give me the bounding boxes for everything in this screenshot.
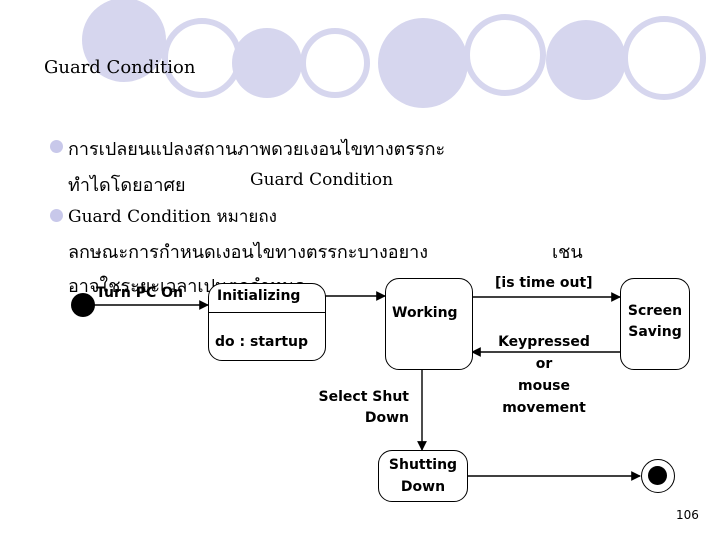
- bullet-marker: [50, 140, 63, 153]
- state-screen-saving-line2: Saving: [628, 324, 682, 340]
- decor-circle: [546, 20, 626, 100]
- select-shut-line2: Down: [364, 410, 409, 426]
- bullet-2-line-2: ลกษณะการกำหนดเงอนไขทางตรรกะบางอยาง: [68, 242, 429, 263]
- state-divider: [209, 312, 325, 313]
- example-word: เชน: [552, 242, 583, 263]
- bullet-marker: [50, 209, 63, 222]
- turn-pc-on-label: Turn PC On: [96, 285, 184, 301]
- final-state: [641, 459, 675, 493]
- final-state-dot: [648, 466, 667, 485]
- state-initializing-name: Initializing: [217, 288, 301, 304]
- decor-circle: [464, 14, 546, 96]
- state-working: Working: [385, 278, 473, 370]
- initial-state: [71, 293, 95, 317]
- state-shutting-down: Shutting Down: [378, 450, 468, 502]
- slide-title: Guard Condition: [44, 57, 196, 78]
- state-shutting-down-line1: Shutting: [388, 457, 458, 473]
- bullet-1-line-2: ทำไดโดยอาศย: [68, 175, 186, 196]
- state-shutting-down-line2: Down: [400, 479, 446, 495]
- decor-circle: [378, 18, 468, 108]
- bullet-2-line-1: Guard Condition หมายถง: [68, 207, 277, 227]
- guard-timeout-label: [is time out]: [495, 275, 593, 291]
- decor-circle: [300, 28, 370, 98]
- state-working-name: Working: [392, 305, 458, 321]
- state-initializing-activity: do : startup: [215, 334, 309, 350]
- select-shut-line1: Select Shut: [318, 389, 409, 405]
- decor-circle: [232, 28, 302, 98]
- keypressed-line1: Keypressed: [498, 334, 590, 350]
- decor-circle: [82, 0, 166, 82]
- state-screen-saving-line1: Screen: [627, 303, 683, 319]
- keypressed-line2: or: [535, 356, 553, 372]
- keypressed-line3: mouse: [517, 378, 570, 394]
- page-number: 106: [676, 508, 699, 522]
- state-screen-saving: Screen Saving: [620, 278, 690, 370]
- bullet-1-term: Guard Condition: [250, 170, 394, 190]
- state-initializing: Initializing do : startup: [208, 283, 326, 361]
- bullet-1-line-1: การเปลยนแปลงสถานภาพดวยเงอนไขทางตรรกะ: [68, 139, 446, 160]
- keypressed-line4: movement: [502, 400, 586, 416]
- decor-circle: [622, 16, 706, 100]
